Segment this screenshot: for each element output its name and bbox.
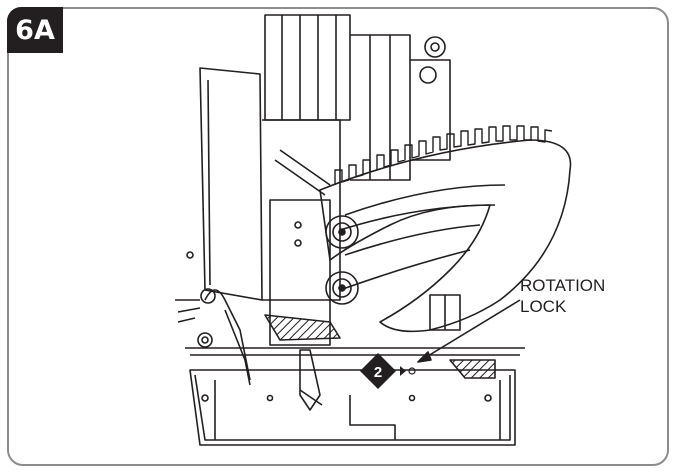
- callout-line-2: LOCK: [520, 297, 567, 316]
- front-panel: [199, 67, 341, 346]
- callout-leader: [417, 299, 521, 363]
- bolt-lower: [325, 271, 359, 305]
- step-number: 2: [374, 364, 382, 381]
- base-housing: [185, 347, 525, 446]
- motor-block: [264, 14, 451, 181]
- figure-label: 6A: [7, 7, 63, 53]
- hatched-region: [449, 359, 496, 379]
- figure-frame: [7, 7, 669, 466]
- callout-line-1: ROTATION: [520, 276, 606, 295]
- lock-point: [408, 367, 416, 375]
- rotation-lock-callout: ROTATION LOCK: [520, 275, 605, 317]
- arc-plate: [319, 139, 572, 333]
- gear-teeth: [334, 125, 553, 185]
- step-badge: 2: [360, 353, 406, 389]
- bolt-upper: [325, 215, 359, 249]
